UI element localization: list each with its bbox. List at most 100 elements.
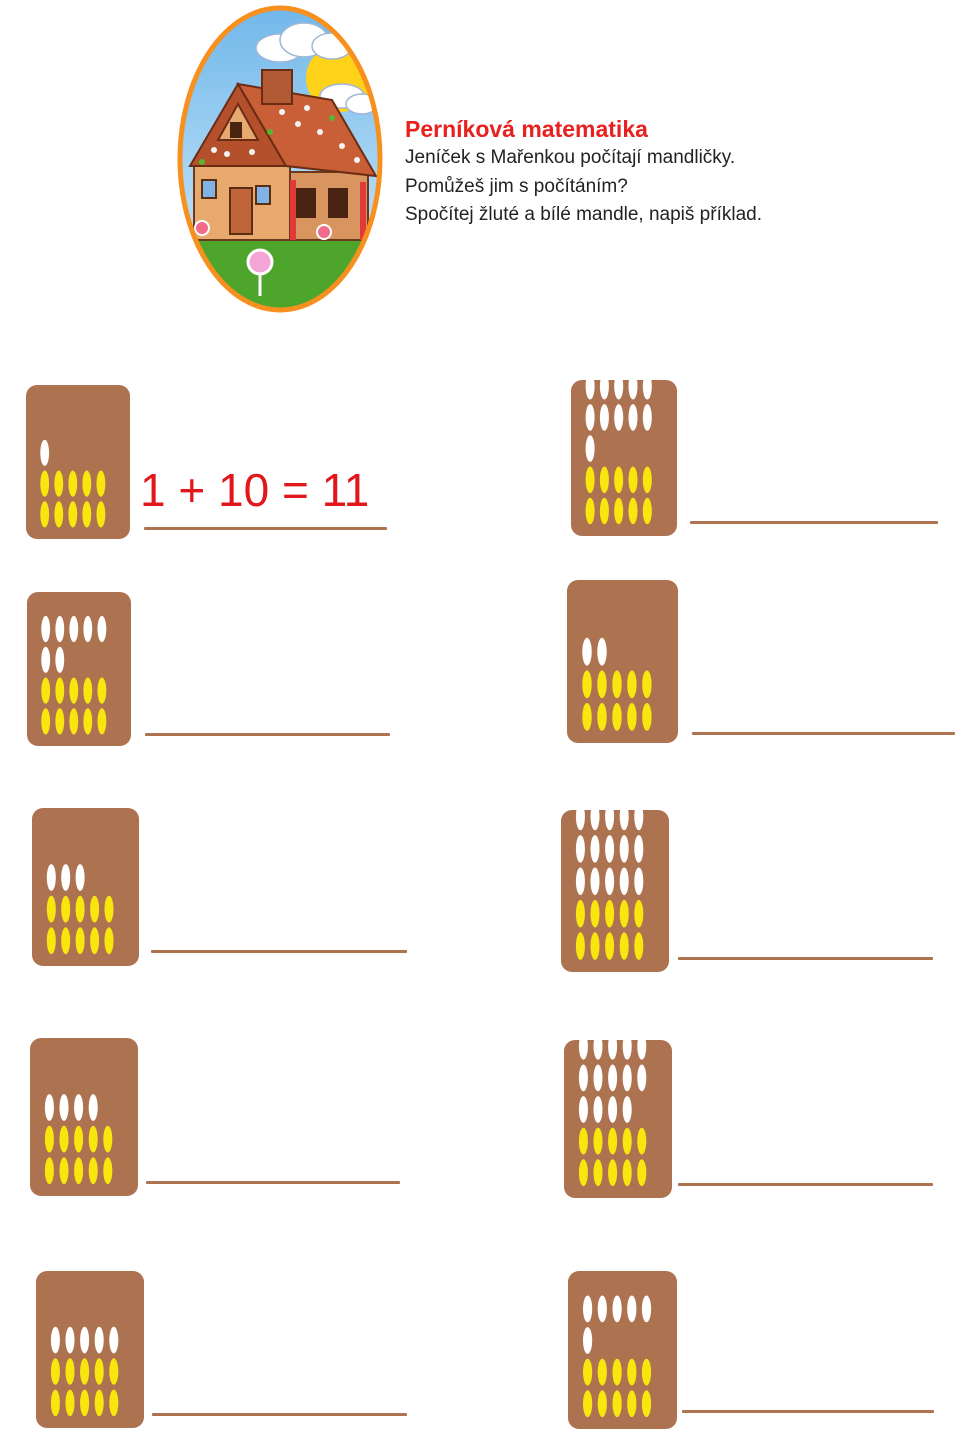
yellow-almond <box>59 1125 69 1153</box>
white-almond <box>634 867 644 896</box>
yellow-almond <box>614 466 624 494</box>
white-almond <box>637 1064 647 1092</box>
answer-line[interactable] <box>145 733 390 736</box>
gingerbread-card <box>32 808 139 966</box>
yellow-almond <box>597 703 607 731</box>
instruction-line-1: Jeníček s Mařenkou počítají mandličky. <box>405 147 736 168</box>
white-almond <box>41 615 51 643</box>
yellow-almond <box>109 1389 119 1417</box>
yellow-almond <box>593 1127 603 1155</box>
yellow-almond <box>104 895 114 923</box>
yellow-almond <box>622 1159 632 1187</box>
yellow-almond <box>622 1127 632 1155</box>
gingerbread-card <box>561 810 669 972</box>
yellow-almond <box>97 677 107 704</box>
white-almond <box>627 1295 637 1323</box>
yellow-almond <box>80 1358 90 1385</box>
instruction-line-2: Pomůžeš jim s počítáním? <box>405 175 628 197</box>
yellow-almond <box>104 927 114 955</box>
answer-line[interactable] <box>692 732 955 735</box>
yellow-almond <box>628 497 638 525</box>
white-almond <box>605 867 615 896</box>
yellow-almond <box>75 927 85 955</box>
white-almond <box>634 835 644 863</box>
yellow-almond <box>80 1389 90 1417</box>
yellow-almond <box>82 470 92 497</box>
white-almond <box>614 380 624 400</box>
white-almond <box>605 835 615 863</box>
white-almond <box>61 864 71 891</box>
yellow-almond <box>583 1358 593 1386</box>
yellow-almond <box>65 1358 75 1385</box>
yellow-almond <box>608 1159 618 1187</box>
yellow-almond <box>634 932 644 960</box>
white-almond <box>83 615 93 643</box>
answer-line[interactable] <box>146 1181 400 1184</box>
yellow-almond <box>575 932 585 960</box>
white-almond <box>578 1040 588 1060</box>
white-almond <box>608 1064 618 1092</box>
yellow-almond <box>590 899 600 928</box>
answer-line[interactable] <box>144 527 387 530</box>
yellow-almond <box>642 670 652 699</box>
white-almond <box>619 867 629 896</box>
white-almond <box>614 404 624 431</box>
white-almond <box>590 835 600 863</box>
yellow-almond <box>619 899 629 928</box>
yellow-almond <box>628 466 638 494</box>
yellow-almond <box>612 1390 622 1418</box>
white-almond <box>41 646 51 673</box>
white-almond <box>622 1064 632 1092</box>
white-almond <box>88 1094 98 1121</box>
yellow-almond <box>44 1157 54 1185</box>
answer-line[interactable] <box>678 957 933 960</box>
yellow-almond <box>627 703 637 731</box>
white-almond <box>590 867 600 896</box>
answer-line[interactable] <box>152 1413 407 1416</box>
white-almond <box>642 404 652 431</box>
gingerbread-card <box>36 1271 144 1428</box>
yellow-almond <box>627 670 637 699</box>
yellow-almond <box>608 1127 618 1155</box>
yellow-almond <box>94 1389 104 1417</box>
instruction-line-3: Spočítej žluté a bílé mandle, napiš přík… <box>405 204 762 225</box>
yellow-almond <box>585 466 595 494</box>
yellow-almond <box>578 1127 588 1155</box>
yellow-almond <box>59 1157 69 1185</box>
yellow-almond <box>69 708 79 735</box>
yellow-almond <box>46 895 56 923</box>
white-almond <box>641 1295 652 1323</box>
yellow-almond <box>103 1157 113 1185</box>
yellow-almond <box>627 1390 637 1418</box>
worksheet-header: Perníková matematika Jeníček s Mařenkou … <box>405 114 925 230</box>
yellow-almond <box>94 1358 104 1385</box>
yellow-almond <box>75 895 85 923</box>
yellow-almond <box>582 703 592 731</box>
yellow-almond <box>83 708 93 735</box>
gingerbread-card <box>568 1271 677 1429</box>
white-almond <box>597 1295 607 1323</box>
white-almond <box>593 1064 603 1092</box>
yellow-almond <box>88 1157 98 1185</box>
yellow-almond <box>68 501 78 528</box>
yellow-almond <box>641 1390 652 1418</box>
gingerbread-card <box>567 580 678 743</box>
yellow-almond <box>585 497 595 525</box>
answer-line[interactable] <box>678 1183 933 1186</box>
white-almond <box>50 1326 60 1354</box>
yellow-almond <box>83 677 93 704</box>
yellow-almond <box>41 708 51 735</box>
white-almond <box>585 435 595 462</box>
answer-line[interactable] <box>151 950 407 953</box>
yellow-almond <box>40 470 50 497</box>
answer-line[interactable] <box>682 1410 934 1413</box>
worked-example-answer: 1 + 10 = 11 <box>140 464 370 516</box>
yellow-almond <box>637 1159 647 1187</box>
answer-line[interactable] <box>690 521 938 524</box>
white-almond <box>55 646 65 673</box>
yellow-almond <box>590 932 600 960</box>
white-almond <box>69 615 79 643</box>
white-almond <box>65 1326 75 1354</box>
yellow-almond <box>46 927 56 955</box>
yellow-almond <box>82 501 92 528</box>
